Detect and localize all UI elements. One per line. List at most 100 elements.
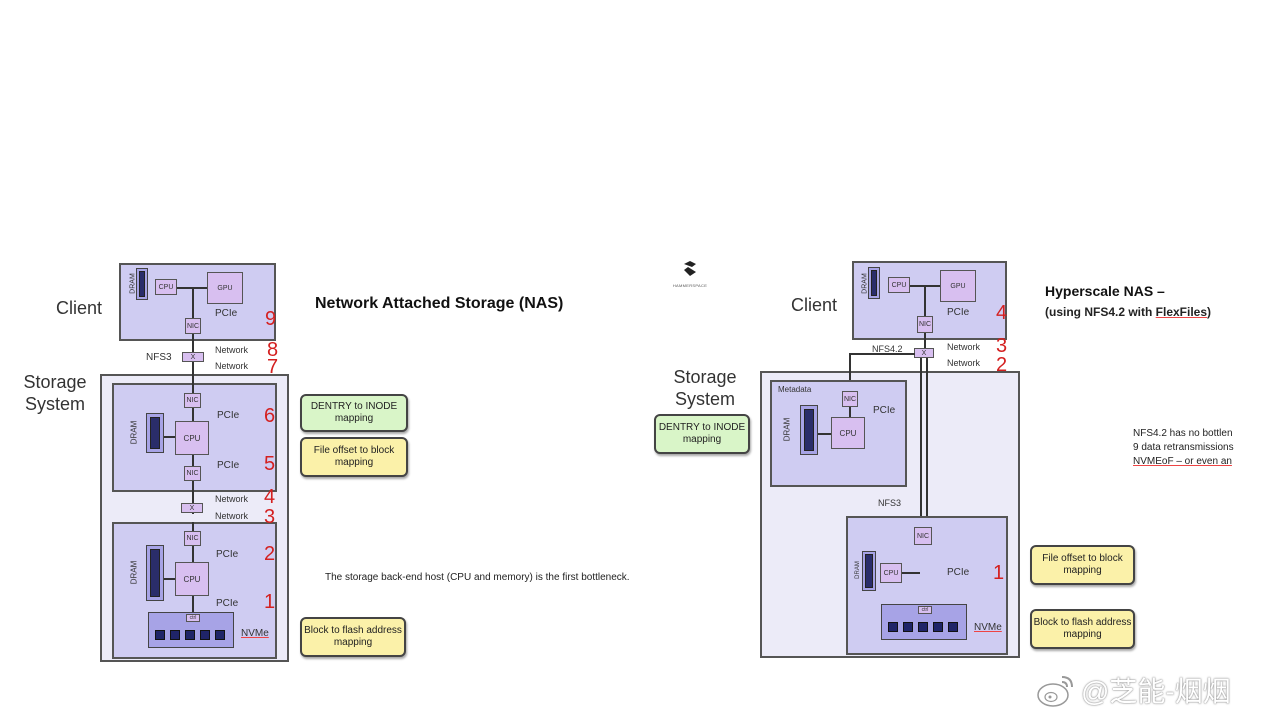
dram-modules (150, 417, 160, 449)
frontend-nic-bottom: NIC (184, 466, 201, 481)
right-network-label-2: Network (947, 358, 981, 368)
hyperscale-subtitle: (using NFS4.2 with FlexFiles) (1045, 305, 1211, 319)
subtitle-suffix: ) (1207, 305, 1212, 319)
network-switch: X (182, 352, 204, 362)
metadata-dram-wire (818, 433, 832, 435)
nvme-controller: ctrl (186, 614, 200, 622)
nvme-drive (200, 630, 210, 640)
storage-label-line1: Storage (23, 372, 87, 392)
metadata-nic: NIC (842, 391, 858, 407)
nvme-drive (185, 630, 195, 640)
hop-number-1: 1 (264, 591, 276, 613)
right-hop-number-4: 4 (996, 302, 1008, 324)
hyperscale-title: Hyperscale NAS – (1045, 283, 1165, 299)
block-flash-note: Block to flash address mapping (300, 617, 406, 657)
right-block-flash-note: Block to flash address mapping (1030, 609, 1135, 649)
annotation-line-1: NFS4.2 has no bottlen (1133, 428, 1233, 439)
frontend-dram-label: DRAM (129, 420, 139, 445)
metadata-title: Metadata (778, 385, 812, 394)
data-host-dram (862, 551, 876, 591)
data-host-nvme-tray: ctrl (881, 604, 967, 640)
right-client-pcie-label: PCIe (947, 307, 970, 318)
annotation-line-3: NVMEoF – or even an (1133, 456, 1232, 467)
frontend-cpu: CPU (175, 421, 209, 455)
data-host-nic: NIC (914, 527, 932, 545)
right-client-gpu: GPU (940, 270, 976, 302)
file-offset-note: File offset to block mapping (300, 437, 408, 477)
hammerspace-logo-icon (684, 261, 696, 276)
client-nic-wire (192, 287, 194, 319)
backend-dram (146, 545, 164, 601)
data-host-cpu-wire (902, 572, 920, 574)
nvme-drive (215, 630, 225, 640)
right-client-nic: NIC (917, 316, 933, 333)
right-file-offset-note: File offset to block mapping (1030, 545, 1135, 585)
metadata-nic-cpu-wire (849, 407, 851, 421)
nvme-drive (155, 630, 165, 640)
client-dram-label: DRAM (129, 273, 137, 294)
dram-modules (804, 409, 814, 451)
storage-system-label: Storage System (20, 371, 90, 415)
annotation-line-2: 9 data retransmissions (1133, 442, 1234, 453)
nvme-drive (918, 622, 928, 632)
frontend-pcie-bottom-label: PCIe (217, 460, 240, 471)
nvme-drive (888, 622, 898, 632)
bottleneck-annotation: The storage back-end host (CPU and memor… (325, 572, 630, 583)
nvme-drives (155, 630, 225, 640)
network-label-3: Network (215, 511, 249, 521)
subtitle-prefix: (using NFS4.2 with (1045, 305, 1156, 319)
metadata-wire-v (849, 353, 851, 391)
right-client-label: Client (791, 295, 838, 315)
backend-pcie-bottom-label: PCIe (216, 598, 239, 609)
right-client-cpu: CPU (888, 277, 910, 293)
backend-nvme-label: NVMe (241, 628, 269, 639)
network-label-7: Network (215, 361, 249, 371)
backend-nvme-tray: ctrl (148, 612, 234, 648)
frontend-dram-wire (164, 436, 176, 438)
backend-dram-wire (164, 578, 176, 580)
nfs3-label: NFS3 (146, 352, 172, 363)
frontend-nic-top: NIC (184, 393, 201, 408)
hop-number-7: 7 (267, 356, 279, 378)
data-host-cpu: CPU (880, 563, 902, 583)
nvme-drive (948, 622, 958, 632)
dram-modules (865, 554, 873, 588)
data-host-nvme-label: NVMe (974, 622, 1002, 633)
client-dram (136, 268, 148, 300)
nfs42-annotation: NFS4.2 has no bottlen 9 data retransmiss… (1133, 427, 1280, 469)
hammerspace-logo: HAMMERSPACE (670, 260, 710, 288)
right-hop-number-2: 2 (996, 354, 1008, 376)
nvme-drives (888, 622, 958, 632)
metadata-dram-label: DRAM (782, 417, 792, 442)
dentry-inode-note: DENTRY to INODE mapping (300, 394, 408, 432)
hop-number-4: 4 (264, 486, 276, 508)
hop-number-9: 9 (265, 308, 277, 330)
nvme-drive (903, 622, 913, 632)
right-client-dram-label: DRAM (861, 273, 869, 294)
backend-dram-label: DRAM (129, 560, 139, 585)
backend-pcie-top-label: PCIe (216, 549, 239, 560)
backend-switch: X (181, 503, 203, 513)
watermark: @芝能-烟烟 (1035, 670, 1231, 710)
metadata-cpu: CPU (831, 417, 865, 449)
client-gpu: GPU (207, 272, 243, 304)
metadata-wire-h (849, 353, 915, 355)
client-label: Client (56, 298, 103, 318)
right-storage-label-line1: Storage (673, 367, 737, 387)
backend-nic: NIC (184, 531, 201, 546)
right-storage-system-label: Storage System (668, 366, 742, 410)
dram-modules (139, 271, 145, 297)
weibo-icon (1037, 676, 1073, 707)
metadata-dram (800, 405, 818, 455)
flexfiles-text: FlexFiles (1155, 305, 1208, 319)
nas-title: Network Attached Storage (NAS) (315, 295, 564, 312)
right-client-nic-wire (924, 285, 926, 317)
watermark-text: @芝能-烟烟 (1081, 676, 1231, 707)
network-label-8: Network (215, 345, 249, 355)
client-cpu: CPU (155, 279, 177, 295)
storage-label-line2: System (24, 394, 85, 414)
right-network-label-3: Network (947, 342, 981, 352)
nvme-controller: ctrl (918, 606, 932, 614)
client-nic: NIC (185, 318, 201, 334)
hop-number-5: 5 (264, 453, 276, 475)
